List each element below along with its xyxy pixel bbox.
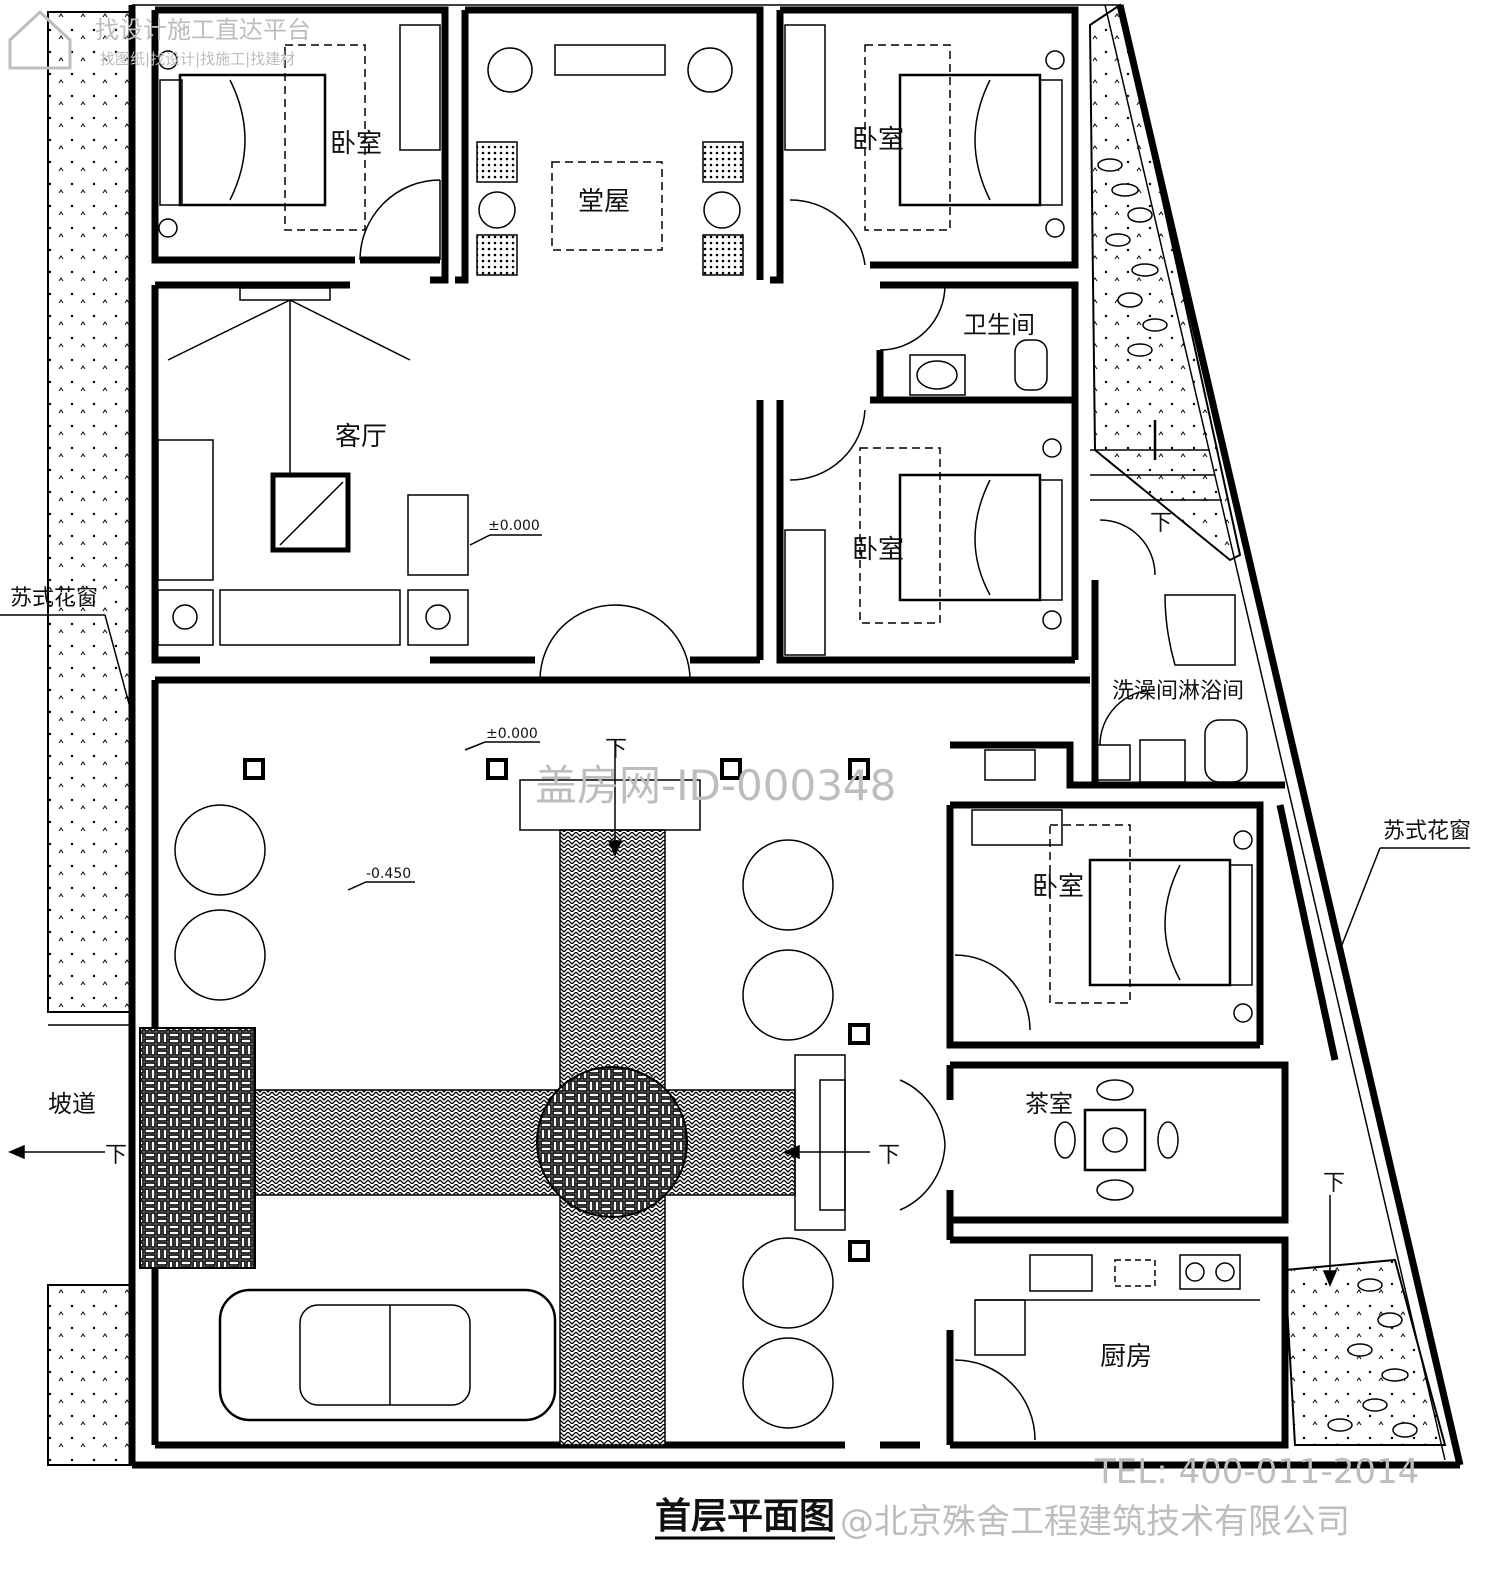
label-hall: 堂屋 — [578, 187, 630, 217]
label-living-room: 客厅 — [335, 422, 387, 452]
label-bedroom-nw: 卧室 — [330, 129, 382, 159]
label-down-east: 下 — [1150, 511, 1172, 536]
label-down-ramp: 下 — [105, 1143, 127, 1168]
label-down-gate: 下 — [878, 1143, 900, 1168]
watermark-top-line2: 找图纸|找设计|找施工|找建材 — [100, 50, 295, 68]
label-tea-room: 茶室 — [1025, 1090, 1073, 1118]
east-garden-strip — [1088, 3, 1242, 562]
paving-path-horizontal — [254, 1089, 796, 1196]
label-kitchen: 厨房 — [1100, 1342, 1152, 1372]
tea-room-furniture — [1054, 1079, 1179, 1201]
wardrobe-ne — [784, 24, 826, 151]
living-room-furniture — [157, 287, 469, 646]
shrub-planting-southeast — [1327, 1278, 1418, 1438]
label-bedroom-se: 卧室 — [1032, 872, 1084, 902]
west-garden-strip-lower — [47, 1284, 133, 1466]
label-elev-yard: -0.450 — [366, 866, 411, 882]
label-window-right: 苏式花窗 — [1383, 819, 1471, 844]
porch-step — [519, 779, 701, 831]
bed-nw — [158, 44, 366, 238]
elev-marker-porch — [464, 741, 540, 751]
watermark-company: @北京殊舍工程建筑技术有限公司 — [840, 1502, 1350, 1542]
bed-se — [971, 809, 1253, 1023]
label-bathroom: 卫生间 — [963, 311, 1035, 339]
label-window-left: 苏式花窗 — [10, 586, 98, 611]
car-parking — [218, 1288, 557, 1422]
elev-marker-living — [469, 534, 542, 546]
label-down-southeast: 下 — [1323, 1171, 1345, 1196]
gate-step-inner — [819, 1079, 846, 1211]
house-walls — [151, 6, 1339, 1449]
label-shower: 洗澡间淋浴间 — [1112, 679, 1244, 704]
label-ramp: 坡道 — [48, 1090, 96, 1118]
west-garden-strip — [47, 11, 133, 1013]
leader-window-right-2 — [1337, 847, 1381, 956]
bath-fixtures — [909, 339, 1248, 783]
shrub-planting-east — [1097, 158, 1168, 357]
kitchen-fixtures — [974, 1254, 1260, 1356]
paving-entrance — [139, 1027, 256, 1269]
bed-mid — [784, 438, 1063, 656]
elev-marker-yard — [347, 881, 415, 891]
watermark-id: 盖房网-ID-000348 — [535, 761, 896, 810]
bed-ne — [864, 44, 1065, 238]
label-bedroom-ne: 卧室 — [852, 125, 904, 155]
watermark-top-line1: 找设计施工直达平台 — [95, 16, 311, 44]
porch-columns — [243, 758, 870, 1262]
label-bedroom-mid: 卧室 — [852, 535, 904, 565]
label-elev-living: ±0.000 — [488, 518, 540, 534]
paving-circle — [536, 1066, 688, 1218]
wardrobe-nw — [399, 24, 441, 151]
direction-arrows — [8, 740, 1338, 1287]
label-down-porch: 下 — [605, 737, 627, 762]
label-elev-porch: ±0.000 — [486, 726, 538, 742]
watermark-phone: TEL: 400-011-2014 — [1094, 1452, 1419, 1492]
courtyard-trees — [174, 804, 834, 1429]
leader-window-left-2 — [104, 614, 133, 716]
door-swings — [359, 179, 1156, 1441]
compound-boundary-wall — [48, 4, 1464, 1469]
watermark-logo — [8, 9, 72, 70]
east-stairs — [1090, 420, 1222, 501]
hall-furniture — [476, 44, 744, 276]
drawing-title: 首层平面图 — [655, 1496, 835, 1537]
